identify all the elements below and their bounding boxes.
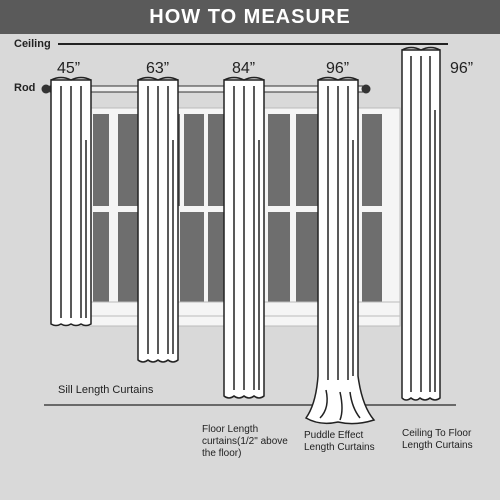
caption-puddle: Puddle Effect Length Curtains bbox=[304, 430, 375, 453]
curtain-63 bbox=[137, 76, 179, 363]
length-label-5: 96” bbox=[450, 60, 474, 77]
caption-ceiling-to-floor: Ceiling To Floor Length Curtains bbox=[402, 428, 473, 451]
length-label-3: 84” bbox=[232, 60, 256, 77]
curtain-puddle bbox=[304, 76, 376, 425]
title-banner bbox=[0, 0, 500, 34]
curtain-floor bbox=[223, 76, 265, 399]
caption-sill: Sill Length Curtains bbox=[58, 384, 154, 396]
curtain-sill bbox=[50, 76, 92, 327]
length-label-1: 45” bbox=[57, 60, 81, 77]
curtain-rod bbox=[41, 84, 371, 94]
rod-label: Rod bbox=[14, 82, 36, 94]
curtain-ceiling-to-floor bbox=[401, 46, 441, 401]
ceiling-label: Ceiling bbox=[14, 38, 51, 50]
caption-floor: Floor Length curtains(1/2" above the flo… bbox=[202, 424, 288, 459]
length-label-4: 96” bbox=[326, 60, 350, 77]
length-label-2: 63” bbox=[146, 60, 170, 77]
page-title: HOW TO MEASURE bbox=[149, 6, 351, 28]
